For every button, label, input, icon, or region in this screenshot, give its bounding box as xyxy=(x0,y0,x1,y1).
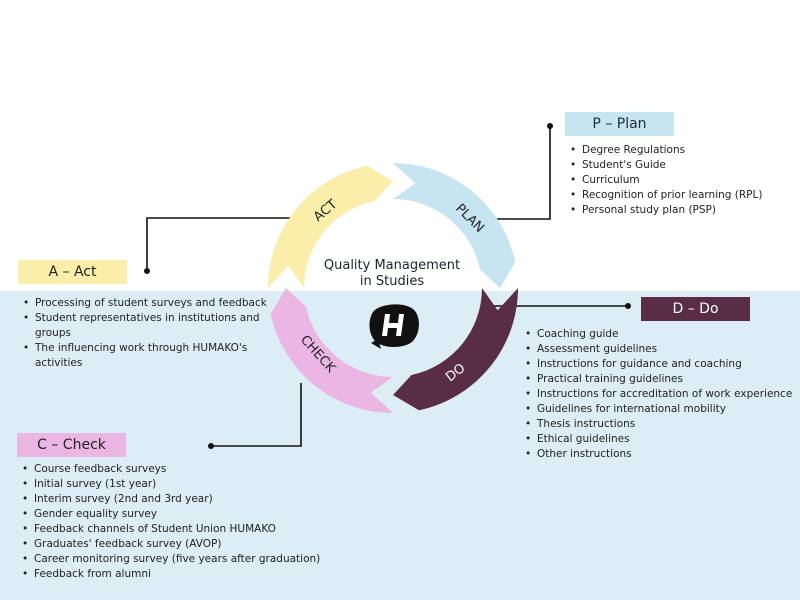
do-item: Instructions for guidance and coaching xyxy=(525,357,800,372)
act-label: A – Act xyxy=(18,260,127,284)
check-label: C – Check xyxy=(17,433,126,457)
center-title-line2: in Studies xyxy=(359,274,425,289)
check-item: Career monitoring survey (five years aft… xyxy=(22,552,354,567)
act-item: The influencing work through HUMAKO's ac… xyxy=(23,341,275,371)
check-item: Course feedback surveys xyxy=(22,462,354,477)
do-item: Guidelines for international mobility xyxy=(525,402,800,417)
check-list: Course feedback surveys Initial survey (… xyxy=(16,462,354,582)
check-item: Feedback from alumni xyxy=(22,567,354,582)
act-connector-dot xyxy=(144,268,150,274)
plan-item: Recognition of prior learning (RPL) xyxy=(570,188,800,203)
do-item: Coaching guide xyxy=(525,327,800,342)
check-item: Gender equality survey xyxy=(22,507,354,522)
center-title-line1: Quality Management xyxy=(323,258,461,273)
plan-item: Student's Guide xyxy=(570,158,800,173)
act-segment xyxy=(268,165,393,288)
plan-label: P – Plan xyxy=(565,112,674,136)
center-title: Quality Management in Studies xyxy=(302,258,482,290)
act-item: Student representatives in institutions … xyxy=(23,311,275,341)
check-item: Graduates' feedback survey (AVOP) xyxy=(22,537,354,552)
do-item: Ethical guidelines xyxy=(525,432,800,447)
check-item: Initial survey (1st year) xyxy=(22,477,354,492)
do-item: Instructions for accreditation of work e… xyxy=(525,387,800,402)
do-item: Assessment guidelines xyxy=(525,342,800,357)
do-item: Other instructions xyxy=(525,447,800,462)
do-connector-dot xyxy=(625,303,631,309)
do-segment xyxy=(393,288,518,411)
check-item: Feedback channels of Student Union HUMAK… xyxy=(22,522,354,537)
act-connector xyxy=(146,217,312,270)
act-item: Processing of student surveys and feedba… xyxy=(23,296,275,311)
plan-connector-dot xyxy=(547,123,553,129)
plan-item: Personal study plan (PSP) xyxy=(570,203,800,218)
do-item: Thesis instructions xyxy=(525,417,800,432)
plan-item: Degree Regulations xyxy=(570,143,800,158)
check-segment xyxy=(270,288,393,413)
do-label: D – Do xyxy=(641,297,750,321)
do-item: Practical training guidelines xyxy=(525,372,800,387)
check-connector xyxy=(212,383,302,447)
plan-connector xyxy=(497,126,551,220)
plan-list: Degree Regulations Student's Guide Curri… xyxy=(564,143,800,218)
do-list: Coaching guide Assessment guidelines Ins… xyxy=(519,327,800,462)
check-item: Interim survey (2nd and 3rd year) xyxy=(22,492,354,507)
act-list: Processing of student surveys and feedba… xyxy=(17,296,275,371)
plan-item: Curriculum xyxy=(570,173,800,188)
humako-logo-icon xyxy=(369,304,419,349)
cycle-ring xyxy=(268,163,518,413)
check-connector-dot xyxy=(208,443,214,449)
plan-segment xyxy=(393,163,516,288)
